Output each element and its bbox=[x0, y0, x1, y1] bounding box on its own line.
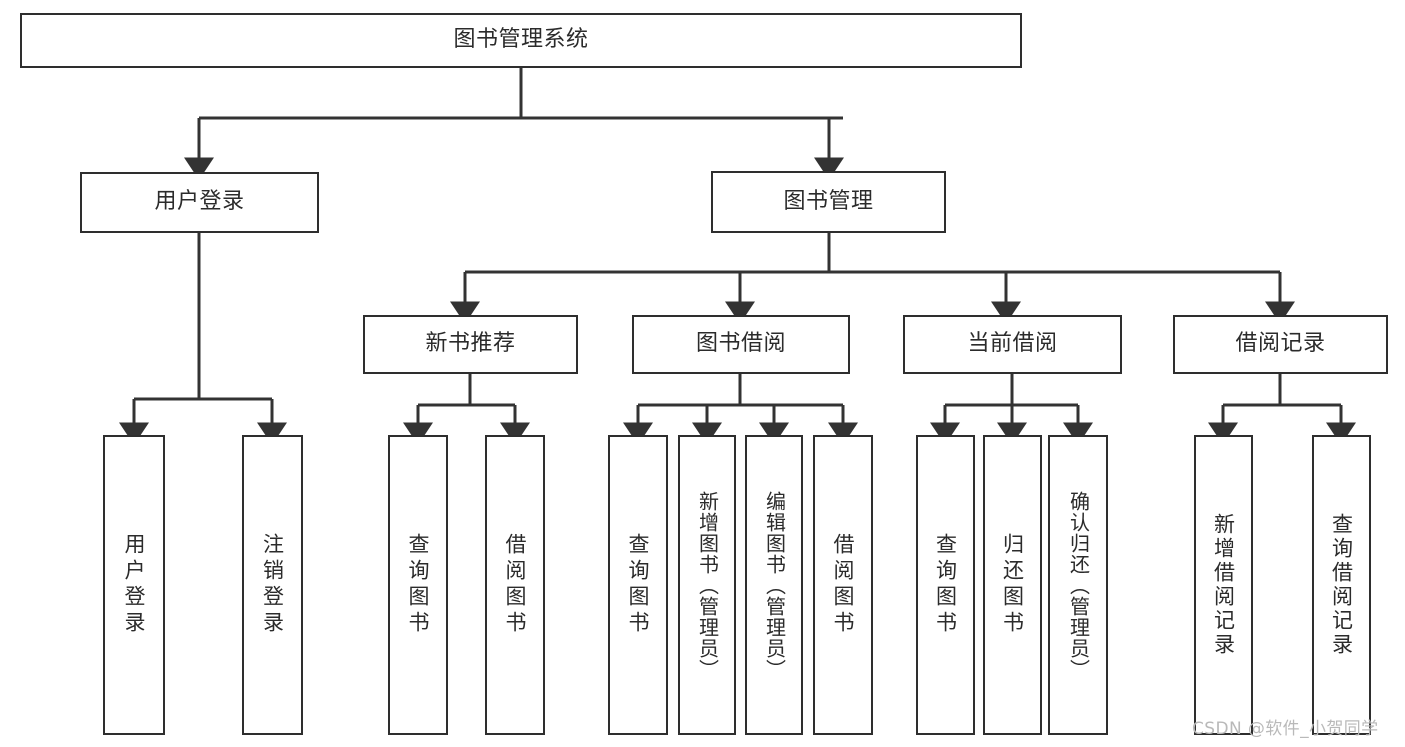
node-new-book-recommend-label: 新书推荐 bbox=[425, 331, 516, 357]
node-user-login[interactable]: 用户登录 bbox=[80, 172, 319, 233]
node-new-book-recommend[interactable]: 新书推荐 bbox=[363, 315, 578, 374]
node-leaf-query-book-2[interactable]: 查询图书 bbox=[608, 435, 668, 735]
node-leaf-user-login-label: 用户登录 bbox=[122, 533, 147, 637]
node-leaf-query-record[interactable]: 查询借阅记录 bbox=[1312, 435, 1371, 735]
node-leaf-confirm-return-label: 确认归还（管理员） bbox=[1066, 490, 1091, 680]
node-leaf-borrow-book-2-label: 借阅图书 bbox=[831, 533, 856, 637]
node-current-borrow-label: 当前借阅 bbox=[967, 331, 1058, 357]
node-leaf-logout-label: 注销登录 bbox=[260, 533, 285, 637]
node-leaf-add-record[interactable]: 新增借阅记录 bbox=[1194, 435, 1253, 735]
node-book-borrow[interactable]: 图书借阅 bbox=[632, 315, 850, 374]
node-leaf-user-login[interactable]: 用户登录 bbox=[103, 435, 165, 735]
node-book-borrow-label: 图书借阅 bbox=[695, 331, 786, 357]
node-leaf-confirm-return[interactable]: 确认归还（管理员） bbox=[1048, 435, 1108, 735]
node-leaf-add-book-label: 新增图书（管理员） bbox=[695, 490, 720, 680]
node-book-manage[interactable]: 图书管理 bbox=[711, 171, 946, 233]
node-root-label: 图书管理系统 bbox=[453, 27, 589, 53]
node-leaf-logout[interactable]: 注销登录 bbox=[242, 435, 303, 735]
node-leaf-query-book-1[interactable]: 查询图书 bbox=[388, 435, 448, 735]
node-leaf-edit-book-label: 编辑图书（管理员） bbox=[762, 490, 787, 680]
node-leaf-return-book-label: 归还图书 bbox=[1000, 533, 1025, 637]
node-leaf-return-book[interactable]: 归还图书 bbox=[983, 435, 1042, 735]
node-leaf-query-record-label: 查询借阅记录 bbox=[1329, 513, 1354, 657]
node-leaf-query-book-2-label: 查询图书 bbox=[626, 533, 651, 637]
node-leaf-edit-book[interactable]: 编辑图书（管理员） bbox=[745, 435, 803, 735]
node-leaf-borrow-book-1[interactable]: 借阅图书 bbox=[485, 435, 545, 735]
node-user-login-label: 用户登录 bbox=[154, 189, 245, 215]
node-book-manage-label: 图书管理 bbox=[783, 188, 874, 214]
node-leaf-borrow-book-2[interactable]: 借阅图书 bbox=[813, 435, 873, 735]
node-leaf-query-book-1-label: 查询图书 bbox=[406, 533, 431, 637]
node-borrow-record-label: 借阅记录 bbox=[1235, 331, 1326, 357]
node-borrow-record[interactable]: 借阅记录 bbox=[1173, 315, 1388, 374]
node-leaf-query-book-3-label: 查询图书 bbox=[933, 533, 958, 637]
node-leaf-borrow-book-1-label: 借阅图书 bbox=[503, 533, 528, 637]
node-leaf-query-book-3[interactable]: 查询图书 bbox=[916, 435, 975, 735]
node-leaf-add-book[interactable]: 新增图书（管理员） bbox=[678, 435, 736, 735]
node-leaf-add-record-label: 新增借阅记录 bbox=[1211, 513, 1236, 657]
node-root[interactable]: 图书管理系统 bbox=[20, 13, 1022, 68]
node-current-borrow[interactable]: 当前借阅 bbox=[903, 315, 1122, 374]
